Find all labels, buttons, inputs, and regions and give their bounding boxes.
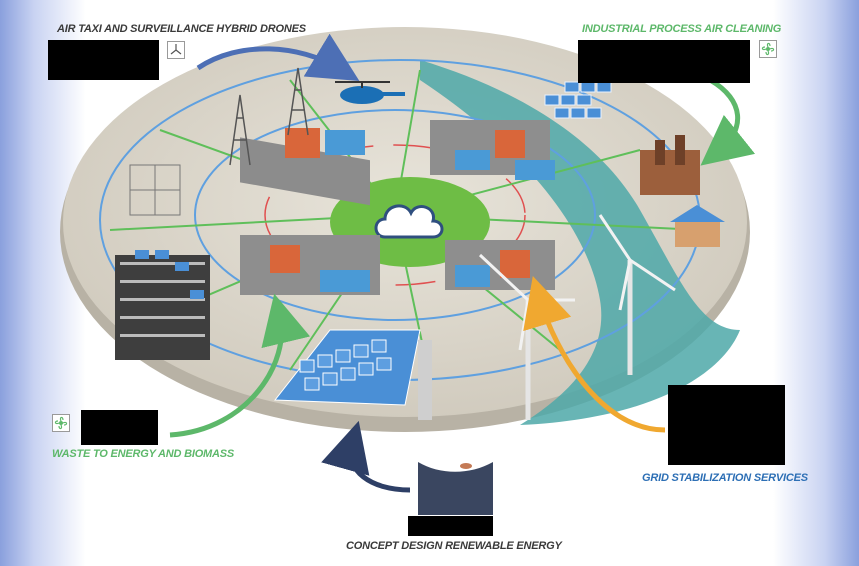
arrow-concept — [321, 420, 411, 493]
facility-top-center — [430, 120, 555, 180]
label-concept: CONCEPT DESIGN RENEWABLE ENERGY — [346, 540, 562, 552]
facility-top-left — [240, 128, 370, 206]
arrow-waste — [169, 293, 311, 438]
label-air-taxi: AIR TAXI AND SURVEILLANCE HYBRID DRONES — [57, 23, 306, 35]
concept-logo — [418, 455, 493, 515]
solar-tower — [418, 340, 432, 420]
label-industrial: INDUSTRIAL PROCESS AIR CLEANING — [582, 23, 782, 35]
red-ring — [264, 144, 526, 286]
label-waste: WASTE TO ENERGY AND BIOMASS — [52, 448, 235, 460]
redacted-block-air-taxi — [48, 40, 159, 80]
fan-icon-waste — [52, 414, 70, 432]
label-grid: GRID STABILIZATION SERVICES — [642, 472, 808, 484]
redacted-block-waste — [81, 410, 158, 445]
facility-center-left — [240, 235, 380, 295]
helicopter-icon — [335, 81, 405, 104]
redacted-block-grid — [668, 385, 785, 465]
pylon-left — [229, 67, 309, 166]
water-channel — [420, 60, 740, 425]
arrow-air-taxi — [196, 33, 360, 81]
fan-icon — [759, 40, 777, 58]
arrow-grid — [523, 276, 666, 433]
wind-turbine-icon — [167, 41, 185, 59]
inner-blue-ring — [194, 109, 596, 321]
cloud-icon — [374, 204, 444, 239]
office-building — [115, 250, 210, 360]
wind-turbines — [478, 214, 676, 420]
redacted-block-industrial — [578, 40, 750, 83]
solar-field — [274, 329, 421, 406]
facility-center-right — [445, 240, 555, 290]
arrow-industrial — [700, 77, 756, 166]
house-right — [670, 205, 725, 247]
redacted-block-concept — [408, 516, 493, 536]
factory-right — [640, 135, 700, 195]
scaffold-left — [129, 164, 181, 216]
